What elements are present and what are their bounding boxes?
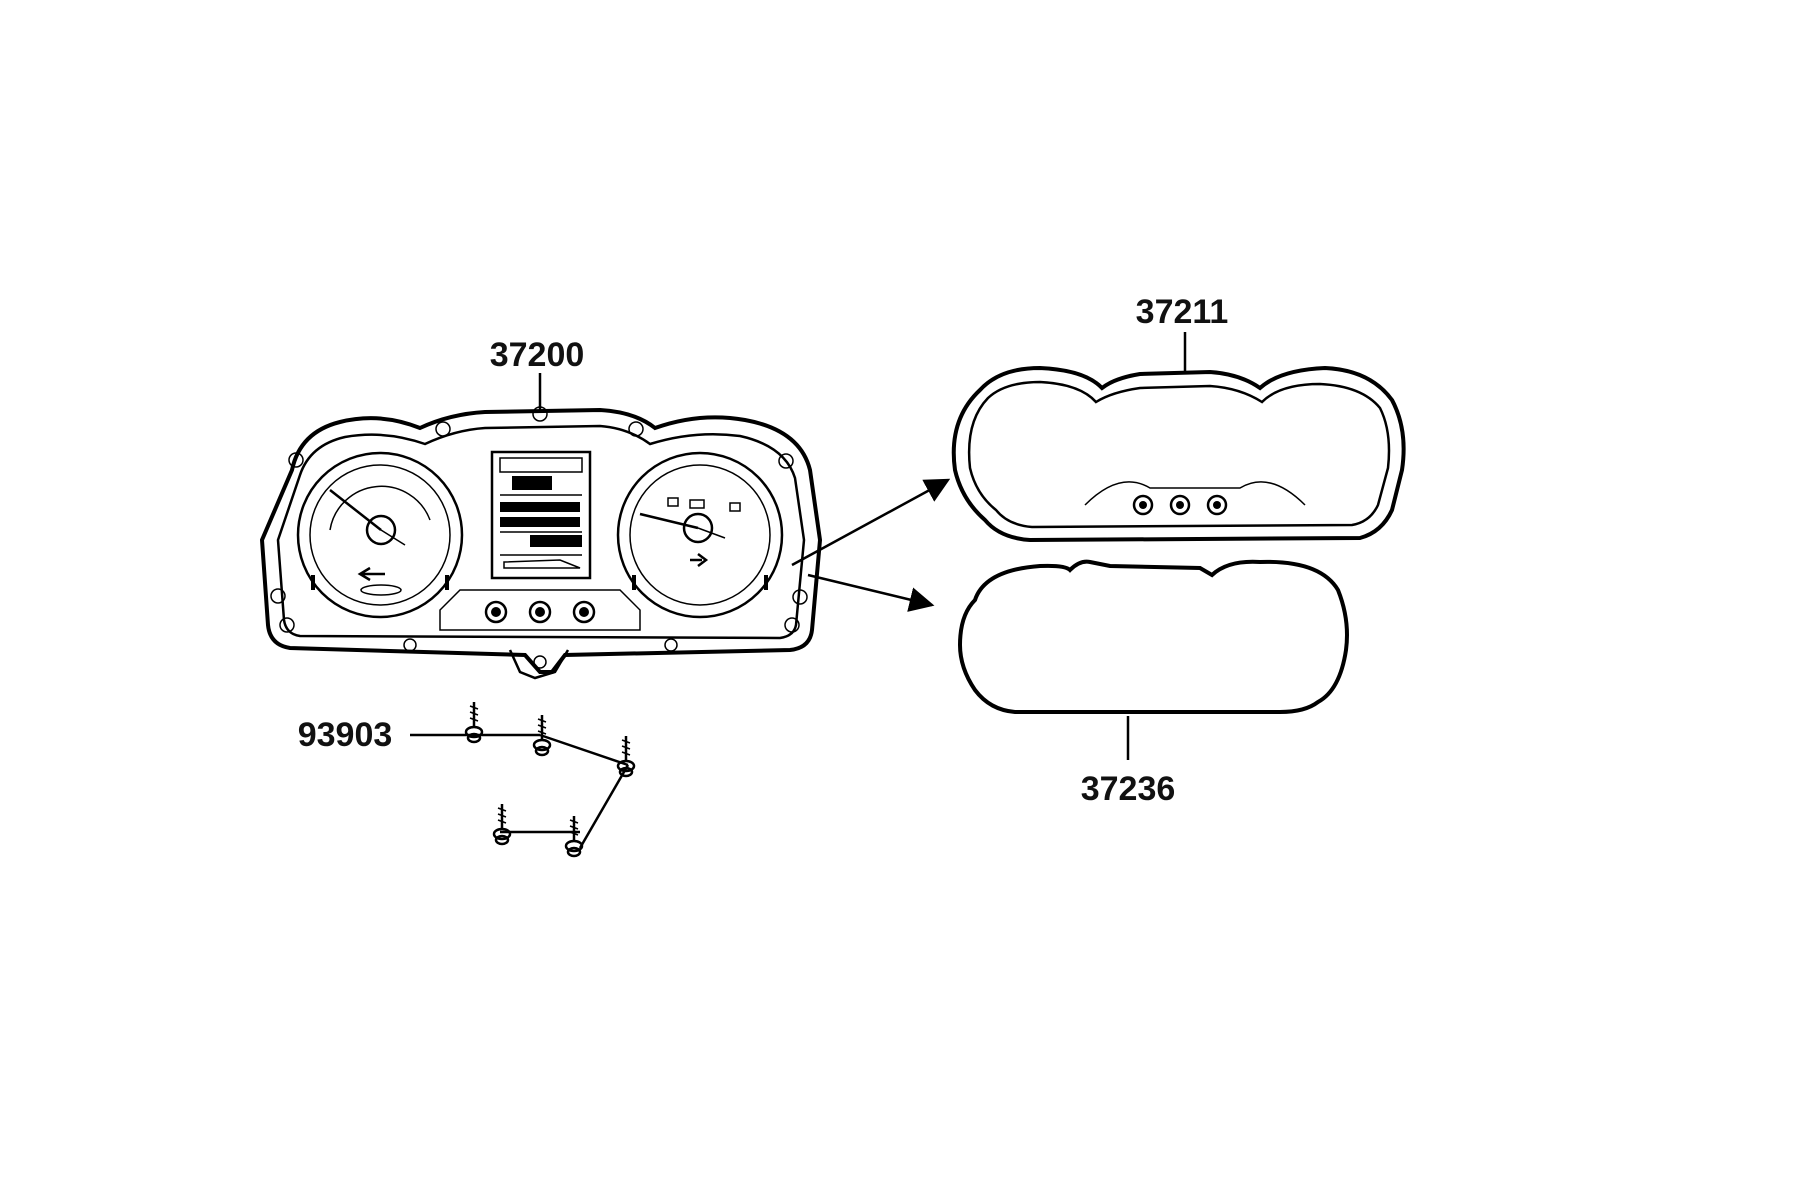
speedometer-gauge	[296, 451, 464, 619]
part-number-37200: 37200	[490, 336, 585, 374]
mount-holes	[270, 406, 808, 669]
part-number-37236: 37236	[1081, 770, 1176, 808]
cluster-housing	[259, 407, 823, 674]
screw-icon	[564, 816, 584, 858]
screw-icon	[464, 702, 484, 744]
screw-icon	[492, 804, 512, 846]
tachometer-gauge	[616, 451, 784, 619]
arrow-to-gasket	[807, 573, 935, 612]
screw-icon	[616, 736, 636, 778]
outer-lens: 37211	[951, 293, 1406, 543]
gasket-outline	[957, 559, 1349, 714]
screw-icon	[532, 715, 552, 757]
lens-outline	[951, 365, 1406, 543]
instrument-cluster: 37200	[259, 336, 823, 680]
lcd-display	[490, 450, 592, 580]
cluster-bezel	[276, 424, 806, 640]
screws: 93903	[298, 702, 636, 858]
part-number-37211: 37211	[1136, 293, 1229, 331]
part-number-93903: 93903	[298, 716, 393, 754]
gasket: 37236	[957, 559, 1349, 808]
lens-inner	[967, 380, 1391, 529]
cluster-buttons	[439, 589, 641, 631]
bottom-tab	[508, 649, 570, 680]
arrow-to-lens	[791, 478, 951, 567]
